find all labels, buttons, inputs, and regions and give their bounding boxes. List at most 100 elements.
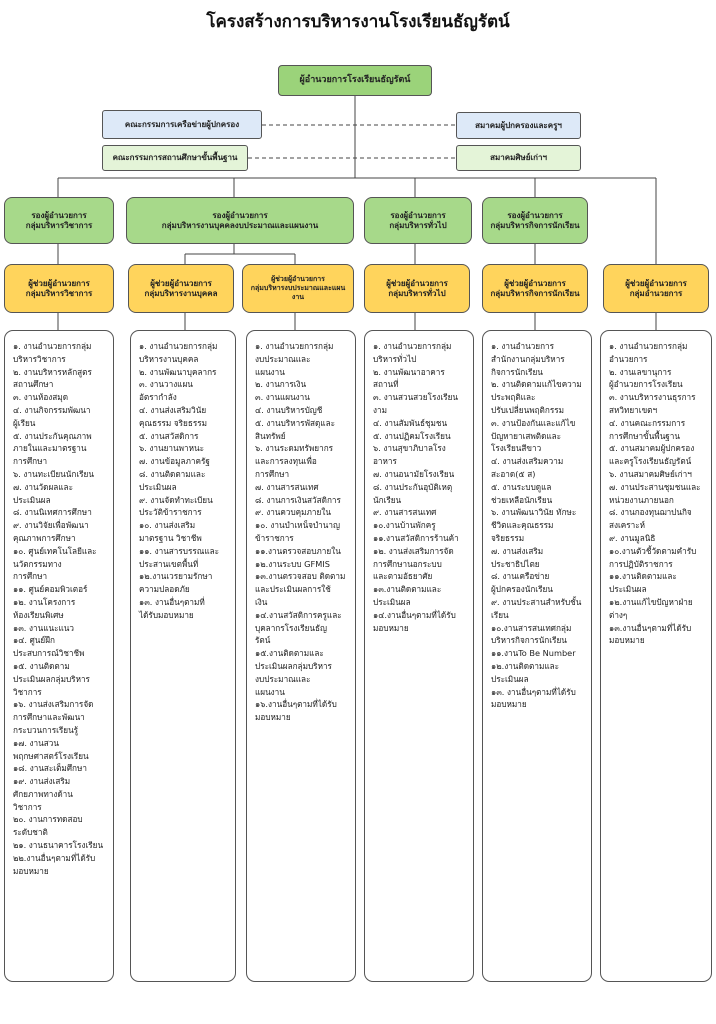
task-line: ๖. งานทะเบียนนักเรียน xyxy=(13,468,94,479)
deputy-title: รองผู้อำนวยการ xyxy=(390,210,446,220)
task-line: ๑๑.งานตรวจสอบภายใน xyxy=(255,545,341,556)
personnel-task-list: ๑. งานอำนวยการกลุ่มบริหารงานบุคคล๒. งานพ… xyxy=(130,330,236,982)
task-line: ๑๑.งานTo Be Number xyxy=(491,648,576,659)
task-line: ๙. งานมูลนิธิ xyxy=(609,532,656,543)
parent-network-committee-label: คณะกรรมการเครือข่ายผู้ปกครอง xyxy=(124,119,240,129)
task-line: ช่วยเหลือนักเรียน xyxy=(491,494,553,505)
task-line: สะอาด(๕ ส) xyxy=(491,468,536,479)
task-line: ๕. งานสวัสดิการ xyxy=(139,430,199,441)
task-line: อัตรากำลัง xyxy=(139,392,177,403)
task-line: ๒. งานพัฒนาบุคลากร xyxy=(139,366,217,377)
deputy-group: กลุ่มบริหารทั่วไป xyxy=(389,220,447,230)
task-line: บริหารงานบุคคล xyxy=(139,353,199,364)
task-line: ๑. งานอำนวยการกลุ่ม xyxy=(139,341,218,351)
task-line: ๙. งานวิจัยเพื่อพัฒนา xyxy=(13,520,89,531)
task-line: ๑๘. งานสะเต็มศึกษา xyxy=(13,763,87,774)
task-line: ๒. งานติดตามแก้ไขความ xyxy=(491,379,582,390)
assistant-title: ผู้ช่วยผู้อำนวยการ xyxy=(386,278,448,288)
task-line: ประเมินผล xyxy=(491,673,529,684)
task-line: ๓. งานวางแผน xyxy=(139,379,193,390)
task-line: ต่างๆ xyxy=(609,609,628,620)
task-line: ปัญหายาเสพติดและ xyxy=(491,430,562,441)
task-line: ๑๑.งานสวัสดิการร้านค้า xyxy=(373,532,459,543)
task-line: ๑. งานอำนวยการกลุ่ม xyxy=(373,341,452,351)
task-line: ๙. งานสารสนเทศ xyxy=(373,507,437,518)
task-line: ประเมินผล xyxy=(13,494,51,505)
task-line: ๔. งานส่งเสริมความ xyxy=(491,456,564,467)
task-line: การศึกษา xyxy=(13,571,48,582)
task-line: ๑๐. งานส่งเสริม xyxy=(139,520,196,531)
task-line: ๘. งานประกันอุบัติเหตุ xyxy=(373,481,453,492)
task-line: นวัตกรรมทาง xyxy=(13,558,62,569)
task-line: ๗. งานส่งเสริม xyxy=(491,545,544,556)
task-line: ๒๒.งานอื่นๆตามที่ได้รับ xyxy=(13,852,96,863)
task-line: โรงเรียนสีขาว xyxy=(491,443,542,454)
assistant-academic-box: ผู้ช่วยผู้อำนวยการ กลุ่มบริหารวิชาการ xyxy=(4,264,114,313)
task-line: บุคลากรโรงเรียนธัญ xyxy=(255,622,328,633)
assistant-group: กลุ่มบริหารงบประมาณและแผนงาน xyxy=(250,284,346,301)
task-line: ผู้เรียน xyxy=(13,417,36,428)
task-line: รัตน์ xyxy=(255,635,271,646)
task-line: ภายในและมาตรฐาน xyxy=(13,443,87,454)
deputy-student-affairs-box: รองผู้อำนวยการ กลุ่มบริหารกิจการนักเรียน xyxy=(482,197,588,244)
task-line: ๑๒.งานติดตามและ xyxy=(491,660,560,671)
task-list-items: ๑. งานอำนวยการสำนักงานกลุ่มบริหารกิจการน… xyxy=(491,340,585,711)
task-list-items: ๑. งานอำนวยการกลุ่มบริหารงานบุคคล๒. งานพ… xyxy=(139,340,229,622)
task-line: ๑๓. งานอื่นๆตามที่ได้รับ xyxy=(491,686,576,697)
assistant-student-affairs-box: ผู้ช่วยผู้อำนวยการ กลุ่มบริหารกิจการนักเ… xyxy=(482,264,588,313)
student-affairs-task-list: ๑. งานอำนวยการสำนักงานกลุ่มบริหารกิจการน… xyxy=(482,330,592,982)
director-label: ผู้อำนวยการโรงเรียนธัญรัตน์ xyxy=(299,74,411,85)
task-line: สินทรัพย์ xyxy=(255,430,286,441)
deputy-title: รองผู้อำนวยการ xyxy=(31,210,87,220)
task-line: ๑๑. ศูนย์คอมพิวเตอร์ xyxy=(13,584,88,595)
task-line: ๒๐. งานการทดสอบ xyxy=(13,814,83,825)
deputy-general-box: รองผู้อำนวยการ กลุ่มบริหารทั่วไป xyxy=(364,197,472,244)
task-line: ๑๓.งานตรวจสอบ ติดตาม xyxy=(255,571,346,582)
task-line: ประเมินผล xyxy=(609,584,647,595)
alumni-association-label: สมาคมศิษย์เก่าฯ xyxy=(490,153,547,162)
task-line: ๓. งานห้องสมุด xyxy=(13,392,69,403)
task-line: ๗. งานสารสนเทศ xyxy=(255,481,319,492)
task-line: การศึกษา xyxy=(13,456,48,467)
task-line: ๑๒.งานระบบ GFMIS xyxy=(255,558,330,569)
task-line: ๑๖.งานอื่นๆตามที่ได้รับ xyxy=(255,699,337,710)
task-list-items: ๑. งานอำนวยการกลุ่มบริหารวิชาการ๒. งานบร… xyxy=(13,340,107,877)
assistant-group: กลุ่มอำนวยการ xyxy=(629,288,683,298)
task-line: กระบวนการเรียนรู้ xyxy=(13,724,79,735)
task-line: และครูโรงเรียนธัญรัตน์ xyxy=(609,456,692,467)
task-line: ๕. งานปฏิคมโรงเรียน xyxy=(373,430,451,441)
task-line: ผู้ปกครองนักเรียน xyxy=(491,584,553,595)
administration-task-list: ๑. งานอำนวยการกลุ่มอำนวยการ๒. งานเลขานุก… xyxy=(600,330,712,982)
task-line: และประเมินผลการใช้ xyxy=(255,584,331,595)
assistant-personnel-box: ผู้ช่วยผู้อำนวยการ กลุ่มบริหารงานบุคคล xyxy=(128,264,234,313)
task-line: ชีวิตและคุณธรรม xyxy=(491,520,554,531)
task-line: ประเมินผลกลุ่มบริหาร xyxy=(13,673,90,684)
task-line: ห้องเรียนพิเศษ xyxy=(13,609,64,620)
task-line: บริหารกิจการนักเรียน xyxy=(491,635,567,646)
budget-planning-task-list: ๑. งานอำนวยการกลุ่มงบประมาณและแผนงาน๒. ง… xyxy=(246,330,356,982)
task-line: ๑๙. งานส่งเสริม xyxy=(13,776,71,787)
task-line: ๑. งานอำนวยการกลุ่ม xyxy=(609,341,688,351)
task-line: บริหารวิชาการ xyxy=(13,353,66,364)
task-line: ผู้อำนวยการโรงเรียน xyxy=(609,379,683,390)
task-line: ๑๓.งานอื่นๆตามที่ได้รับ xyxy=(609,622,692,633)
task-line: วิชาการ xyxy=(13,686,42,697)
task-line: ๑๔. ศูนย์ฝึก xyxy=(13,635,55,646)
page-title: โครงสร้างการบริหารงานโรงเรียนธัญรัตน์ xyxy=(206,12,510,32)
task-line: ๕. งานสมาคมผู้ปกครอง xyxy=(609,443,695,454)
task-line: ได้รับมอบหมาย xyxy=(139,609,194,620)
task-line: การศึกษาขั้นพื้นฐาน xyxy=(609,430,681,441)
task-line: มอบหมาย xyxy=(373,622,409,633)
task-line: อำนวยการ xyxy=(609,353,648,364)
task-line: ๑๐.งานสารสนเทศกลุ่ม xyxy=(491,622,572,633)
task-line: ๕. งานประกันคุณภาพ xyxy=(13,430,92,441)
task-line: ๒. งานเลขานุการ xyxy=(609,366,672,377)
assistant-group: กลุ่มบริหารงานบุคคล xyxy=(144,288,218,298)
task-line: ประเมินผล xyxy=(373,596,411,607)
assistant-administration-box: ผู้ช่วยผู้อำนวยการ กลุ่มอำนวยการ xyxy=(603,264,709,313)
deputy-group: กลุ่มบริหารวิชาการ xyxy=(25,220,93,230)
task-line: ๗. งานวัดผลและ xyxy=(13,481,73,492)
task-line: สำนักงานกลุ่มบริหาร xyxy=(491,353,565,364)
task-line: ๘. งานการเงินสวัสดิการ xyxy=(255,494,341,505)
task-line: ๓. งานแผนงาน xyxy=(255,392,310,403)
